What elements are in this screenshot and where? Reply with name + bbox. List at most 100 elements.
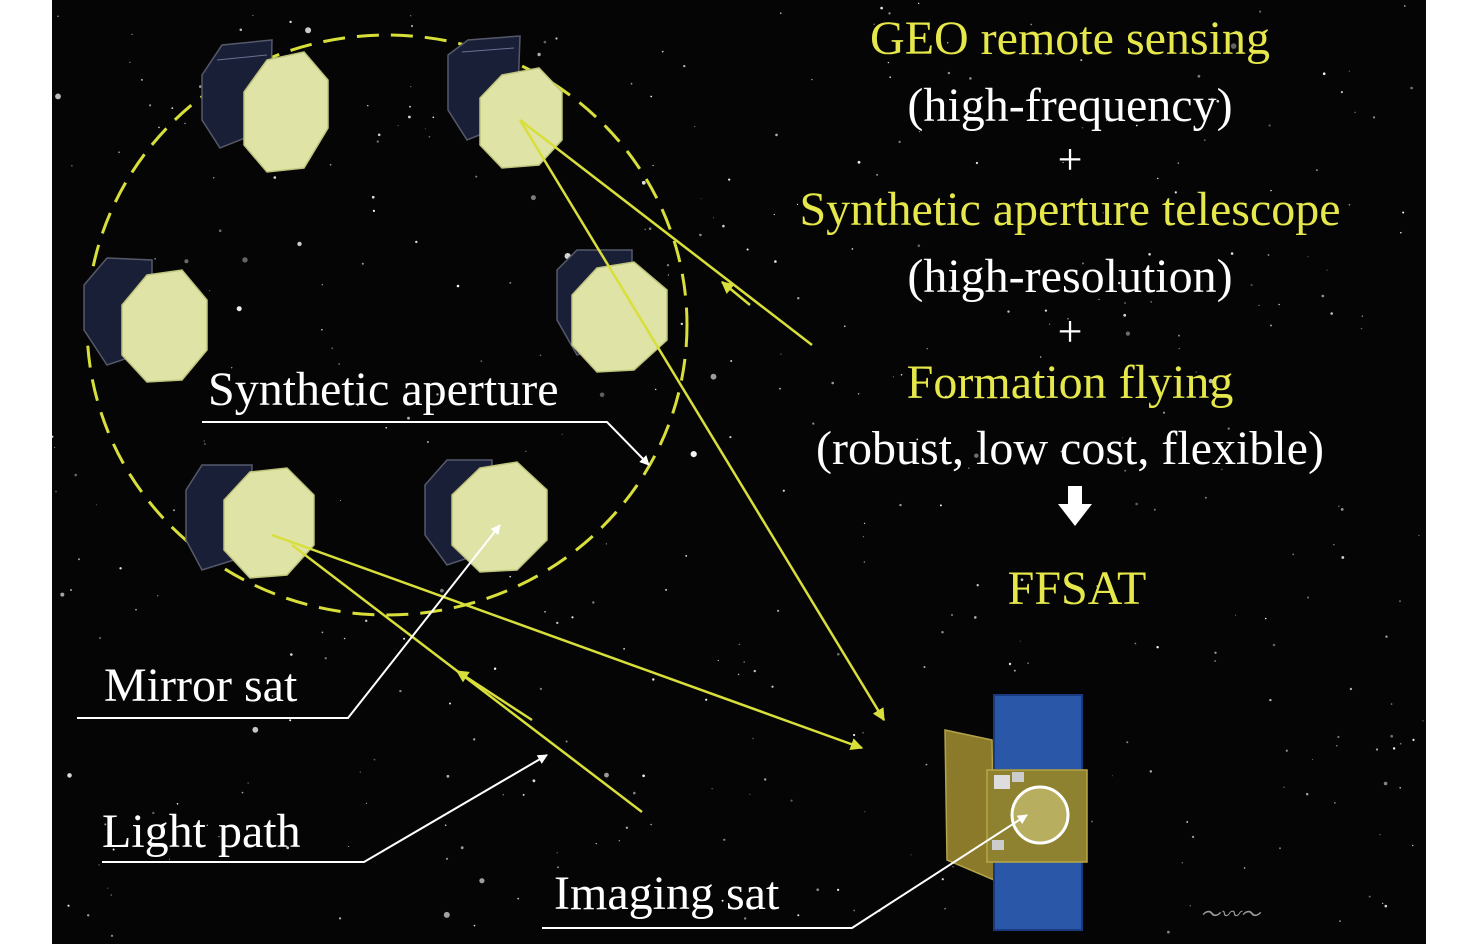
star — [555, 37, 558, 40]
star — [1088, 460, 1090, 462]
star — [99, 637, 102, 639]
star — [340, 499, 341, 501]
star — [71, 165, 73, 167]
star — [445, 824, 447, 826]
star — [1336, 744, 1338, 747]
star — [55, 490, 57, 493]
star — [1410, 86, 1413, 90]
star — [1333, 544, 1335, 546]
formation-flying-diagram: GEO remote sensing (high-frequency) + Sy… — [52, 0, 1426, 944]
star — [104, 823, 107, 826]
star — [652, 164, 654, 167]
star — [479, 878, 485, 884]
mirror-sat-bottom-right — [424, 459, 548, 573]
mirror-sat-right — [556, 249, 668, 373]
star — [348, 846, 350, 847]
star — [1341, 556, 1345, 559]
star — [415, 240, 418, 244]
star — [880, 6, 883, 10]
imaging-satellite — [944, 694, 1088, 931]
star — [399, 689, 402, 693]
label-imaging-sat: Imaging sat — [554, 867, 780, 920]
star — [1278, 303, 1280, 306]
star — [898, 140, 901, 143]
star — [1243, 867, 1246, 869]
star — [1014, 669, 1016, 672]
star — [1372, 116, 1376, 119]
star — [1007, 310, 1010, 313]
star — [1123, 313, 1127, 317]
star — [376, 140, 379, 143]
star — [1122, 437, 1124, 439]
star — [812, 422, 815, 425]
star — [1264, 617, 1267, 620]
star — [52, 435, 54, 438]
star — [918, 2, 920, 5]
star — [428, 135, 431, 138]
star — [816, 888, 819, 891]
star — [1067, 318, 1069, 320]
star — [338, 363, 340, 365]
star — [843, 325, 846, 328]
star — [1283, 786, 1285, 788]
star — [892, 376, 895, 378]
concept-ffsat: FFSAT — [1007, 562, 1147, 615]
star — [1404, 5, 1406, 7]
star — [876, 174, 878, 176]
star — [118, 151, 120, 154]
star — [356, 404, 359, 407]
star — [1119, 115, 1122, 118]
star — [556, 852, 558, 854]
star — [743, 661, 745, 663]
star — [129, 61, 131, 64]
star — [480, 360, 483, 362]
star — [173, 509, 175, 512]
star — [1348, 70, 1350, 72]
star — [203, 440, 205, 442]
star — [537, 52, 541, 57]
star — [923, 666, 926, 668]
star — [1390, 734, 1393, 738]
star — [184, 122, 186, 125]
star — [990, 99, 993, 101]
star — [916, 438, 919, 441]
star — [1091, 820, 1093, 823]
star — [1337, 735, 1340, 739]
star — [1096, 585, 1099, 588]
star — [446, 774, 450, 778]
star — [775, 133, 778, 137]
star — [690, 451, 697, 458]
star — [475, 175, 478, 178]
star — [539, 354, 542, 357]
star — [863, 561, 866, 563]
star — [565, 740, 568, 743]
star — [873, 23, 875, 26]
star — [1118, 281, 1121, 285]
star — [70, 589, 72, 591]
star — [1339, 920, 1341, 922]
star — [1124, 302, 1126, 304]
star — [723, 838, 726, 841]
star — [247, 782, 249, 784]
star — [371, 195, 375, 199]
star — [473, 738, 476, 741]
star — [242, 257, 248, 263]
star — [445, 857, 449, 860]
star — [74, 473, 77, 477]
star — [1049, 323, 1051, 325]
star — [1312, 759, 1313, 760]
star — [853, 733, 856, 737]
concept-formation-flying: Formation flying — [906, 356, 1234, 409]
star — [1399, 742, 1402, 745]
star — [289, 20, 292, 24]
star — [619, 891, 622, 894]
star — [1221, 468, 1223, 471]
star — [752, 737, 754, 740]
star — [359, 771, 361, 773]
star — [891, 205, 894, 207]
star — [67, 904, 70, 907]
star — [1384, 904, 1388, 908]
star — [699, 233, 702, 237]
star — [149, 104, 152, 107]
label-mirror-sat: Mirror sat — [104, 659, 298, 712]
